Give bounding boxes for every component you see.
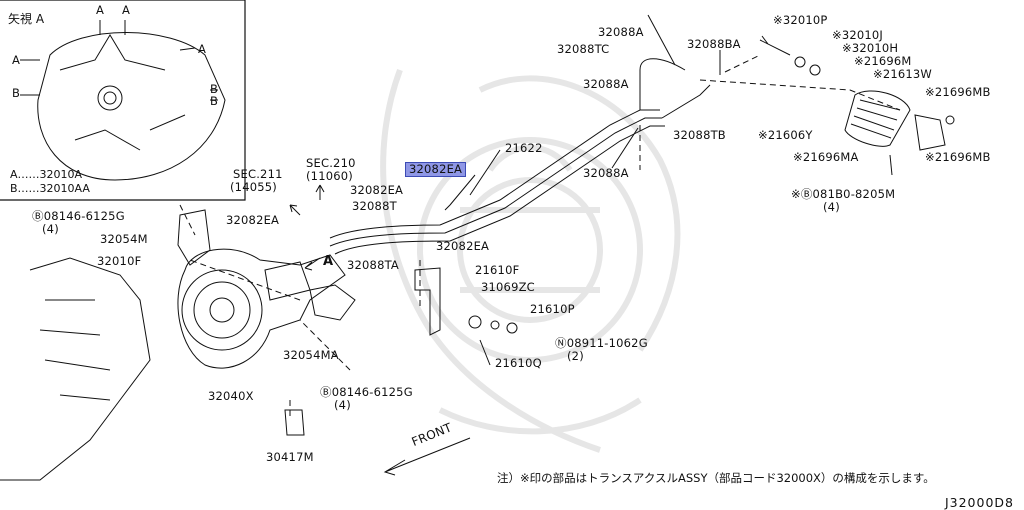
part-label[interactable]: 21610F [475,263,520,277]
part-label[interactable]: 32088BA [687,37,741,51]
footnote: 注）※印の部品はトランスアクスルASSY（部品コード32000X）の構成を示しま… [497,471,935,485]
part-label[interactable]: ※32010J [832,28,884,42]
part-label[interactable]: ※21696MB [925,150,991,164]
part-label[interactable]: ※21696MB [925,85,991,99]
part-label[interactable]: 32054MA [283,348,339,362]
inset-label: A [198,42,207,56]
inset-label: B [12,86,21,100]
part-label[interactable]: ※21606Y [758,128,813,142]
inset-view-title: 矢視 A [8,12,45,26]
section-ref-code: (14055) [230,180,277,194]
part-qty: (4) [823,200,840,214]
section-ref-code: (11060) [306,169,353,183]
part-label[interactable]: 32088A [583,166,629,180]
part-label[interactable]: 32088T [352,199,397,213]
inset-label: A [96,3,105,17]
part-label[interactable]: 32088A [598,25,644,39]
part-label[interactable]: 32088TC [557,42,610,56]
part-label[interactable]: 31069ZC [481,280,535,294]
inset-label: A [122,3,131,17]
part-label-highlighted[interactable]: 32082EA [405,162,467,177]
section-ref[interactable]: SEC.211 [233,167,283,181]
part-label[interactable]: 21610Q [495,356,542,370]
part-label[interactable]: 32088TB [673,128,726,142]
part-label[interactable]: Ⓝ08911-1062G [555,336,648,350]
part-label[interactable]: ※Ⓑ081B0-8205M [791,187,896,201]
part-label[interactable]: 32082EA [436,239,490,253]
view-arrow-label: A [323,254,334,269]
part-label[interactable]: ※21696M [854,54,912,68]
inset-label: B [210,82,219,96]
part-label[interactable]: 30417M [266,450,314,464]
part-qty: (4) [334,398,351,412]
diagram-code: J32000D8 [944,495,1014,510]
part-label[interactable]: 21622 [505,141,543,155]
inset-legend-b: B……32010AA [10,182,90,195]
part-label[interactable]: 32082EA [226,213,280,227]
part-label[interactable]: ※32010P [773,13,828,27]
part-label[interactable]: Ⓑ08146-6125G [32,209,125,223]
part-label[interactable]: 32040X [208,389,254,403]
part-qty: (2) [567,349,584,363]
part-label[interactable]: ※21696MA [793,150,859,164]
part-label[interactable]: Ⓑ08146-6125G [320,385,413,399]
part-qty: (4) [42,222,59,236]
part-label[interactable]: 21610P [530,302,575,316]
part-label[interactable]: 32088A [583,77,629,91]
inset-label: A [12,53,21,67]
section-ref[interactable]: SEC.210 [306,156,356,170]
part-label[interactable]: 32082EA [350,183,404,197]
part-label[interactable]: 32088TA [347,258,399,272]
part-label[interactable]: ※21613W [873,67,932,81]
inset-legend-a: A……32010A [10,168,83,181]
part-label[interactable]: 32010F [97,254,142,268]
part-label[interactable]: 32054M [100,232,148,246]
inset-label: B [210,94,219,108]
part-label[interactable]: ※32010H [842,41,899,55]
